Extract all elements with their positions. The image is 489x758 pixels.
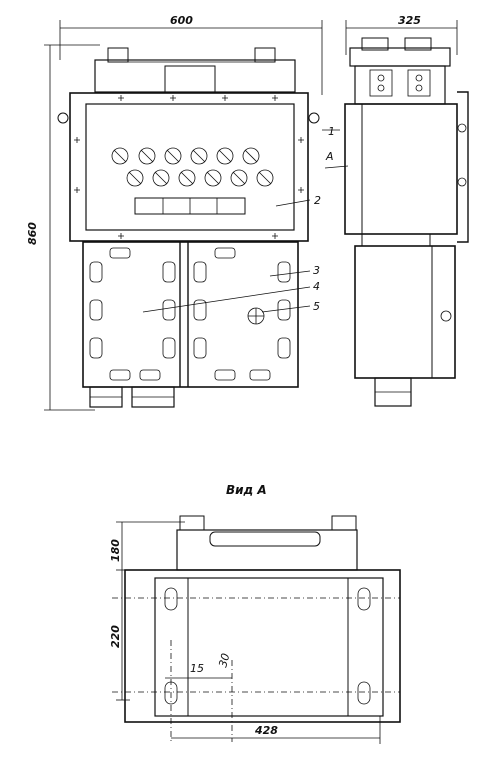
- dim-180: 180: [109, 539, 122, 562]
- callout-3: 3: [313, 264, 320, 277]
- leader-lines: [142, 129, 349, 313]
- callout-2: 2: [314, 194, 321, 207]
- view-a-title: Вид А: [226, 483, 267, 497]
- dim-15: 15: [190, 662, 204, 675]
- front-indicators: [111, 147, 274, 187]
- dim-428: 428: [254, 724, 278, 737]
- dim-220: 220: [109, 625, 122, 648]
- front-lower-boxes: [82, 241, 299, 408]
- dim-600: 600: [170, 14, 193, 27]
- callout-5: 5: [313, 300, 320, 313]
- front-view: 600 860: [26, 14, 323, 411]
- view-a: 180 220 15 30 428: [109, 515, 401, 744]
- dim-860: 860: [26, 222, 39, 245]
- callout-4: 4: [313, 280, 320, 293]
- side-view: 325: [344, 14, 469, 407]
- view-marker-a: A: [325, 150, 334, 163]
- callout-1: 1: [328, 125, 335, 138]
- dim-30: 30: [216, 652, 232, 669]
- dim-325: 325: [398, 14, 421, 27]
